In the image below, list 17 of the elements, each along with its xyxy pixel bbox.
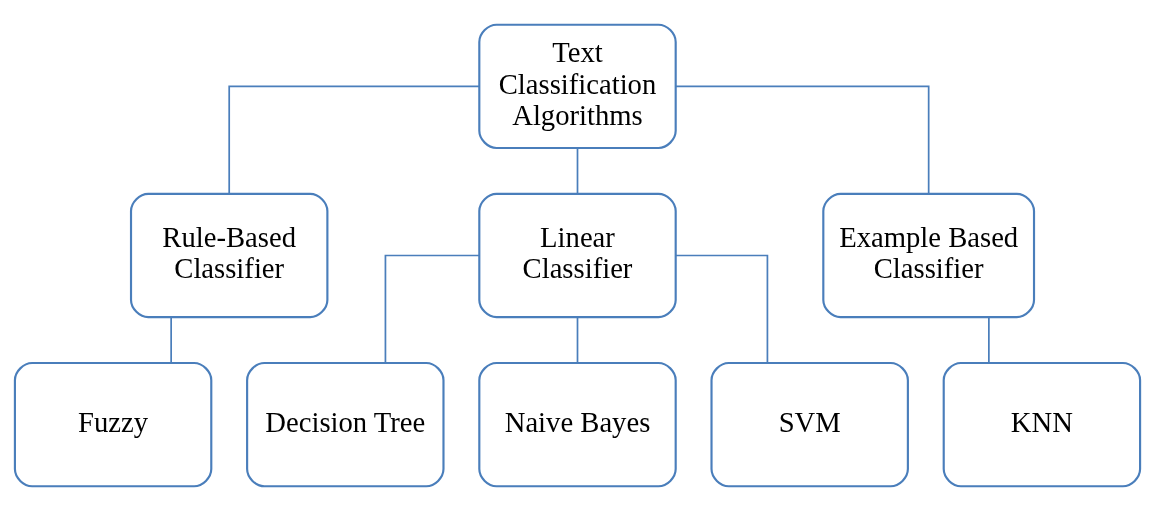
node-box: Rule-Based Classifier (129, 192, 329, 318)
node-box: Fuzzy (13, 361, 213, 487)
node-box: Example Based Classifier (822, 192, 1036, 318)
connector (576, 147, 579, 194)
node-box: Naive Bayes (478, 361, 677, 487)
node-box: KNN (942, 361, 1142, 487)
connector (228, 85, 480, 194)
connector (674, 254, 769, 363)
connector (674, 85, 930, 194)
node-box: Linear Classifier (478, 192, 677, 318)
node-box: Decision Tree (246, 361, 445, 487)
node-box: Text Classification Algorithms (478, 23, 677, 149)
connector (988, 316, 990, 363)
connector (170, 316, 172, 363)
node-box: SVM (710, 361, 909, 487)
connector (384, 254, 481, 363)
connector (576, 316, 579, 363)
